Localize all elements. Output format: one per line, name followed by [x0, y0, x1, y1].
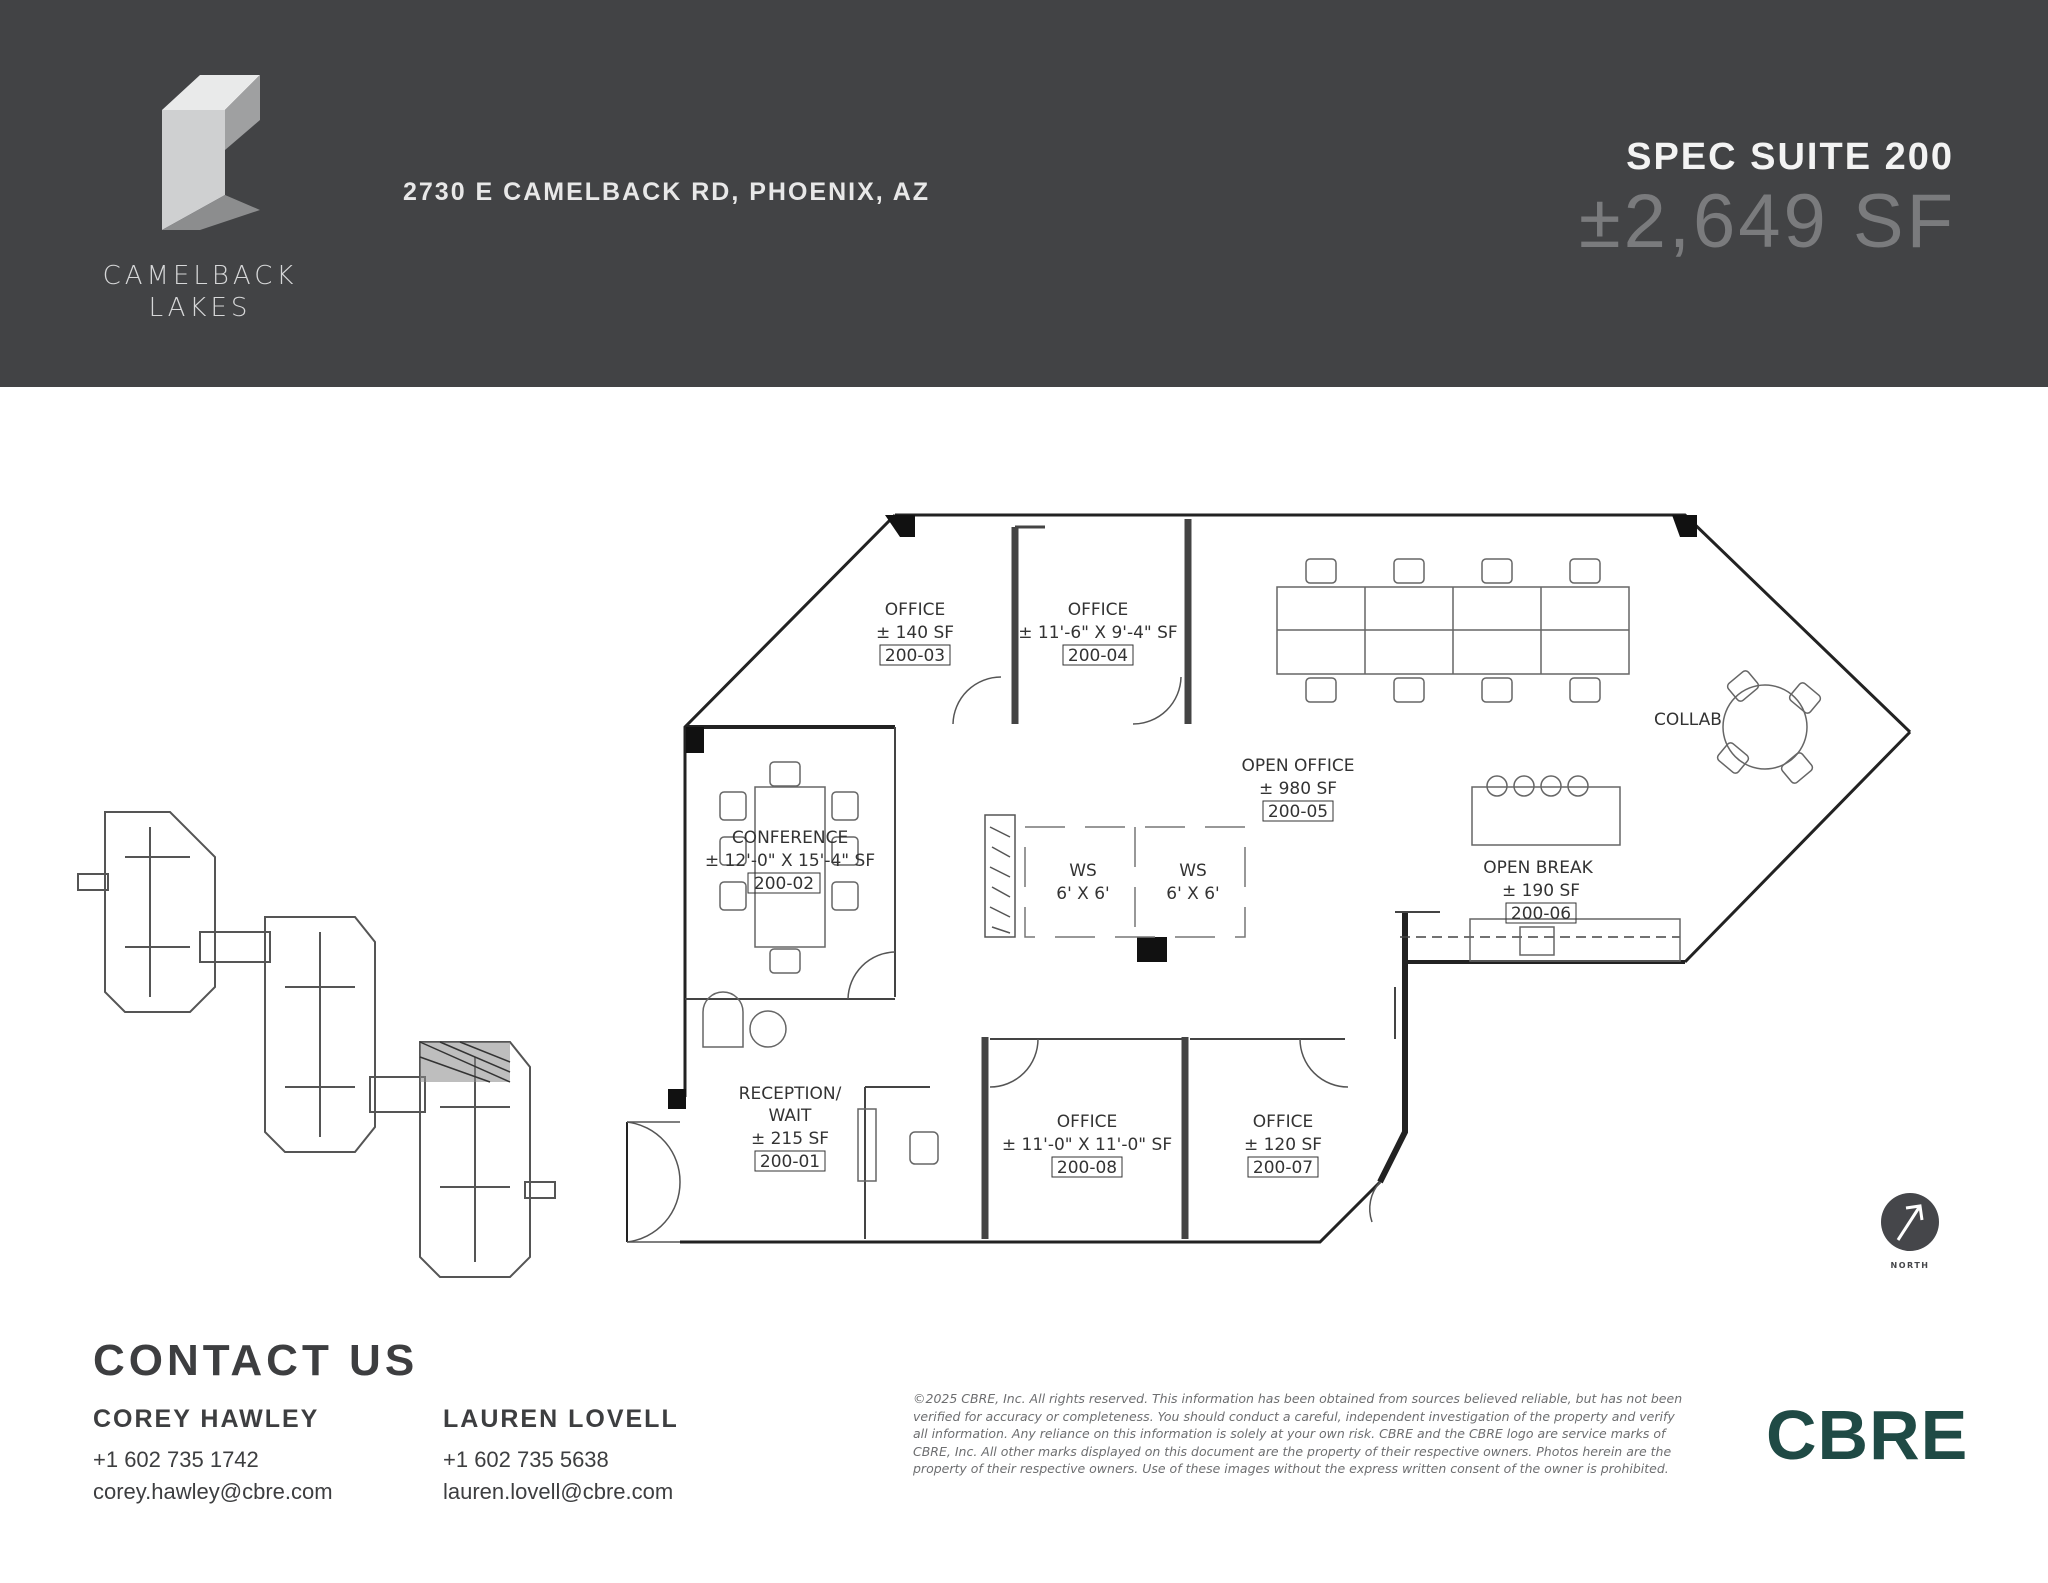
structural-columns: [668, 515, 1697, 1109]
camelback-logo-icon: [162, 75, 260, 230]
contact-title: CONTACT US: [93, 1336, 419, 1385]
north-arrow: NORTH: [1880, 1192, 1940, 1272]
property-address: 2730 E CAMELBACK RD, PHOENIX, AZ: [403, 178, 931, 206]
office-08-number: 200-08: [1057, 1158, 1117, 1178]
open-break-size: ± 190 SF: [1502, 881, 1580, 901]
contact-name: LAUREN LOVELL: [443, 1405, 679, 1433]
contact-phone[interactable]: +1 602 735 5638: [443, 1447, 609, 1472]
key-plan-suite-highlight: [419, 1041, 511, 1083]
office-04-number: 200-04: [1068, 646, 1128, 666]
collab-table: [1716, 670, 1822, 784]
ws-1-label: WS: [1069, 861, 1097, 881]
legal-disclaimer: ©2025 CBRE, Inc. All rights reserved. Th…: [913, 1391, 1683, 1476]
office-04-label: OFFICE: [1068, 600, 1129, 620]
page-header: CAMELBACK LAKES 2730 E CAMELBACK RD, PHO…: [0, 0, 2048, 387]
office-03-label: OFFICE: [885, 600, 946, 620]
office-07-number: 200-07: [1253, 1158, 1313, 1178]
contact-email[interactable]: corey.hawley@cbre.com: [93, 1479, 333, 1504]
office-03-size: ± 140 SF: [876, 623, 954, 643]
logo-line-1: CAMELBACK: [102, 261, 298, 291]
office-03-number: 200-03: [885, 646, 945, 666]
logo-line-2: LAKES: [148, 293, 252, 323]
open-office-label: OPEN OFFICE: [1241, 756, 1354, 776]
suite-size: ±2,649 SF: [1578, 179, 1956, 264]
office-07-label: OFFICE: [1253, 1112, 1314, 1132]
reception-size: ± 215 SF: [751, 1129, 829, 1149]
office-08-size: ± 11'-0" X 11'-0" SF: [1002, 1135, 1172, 1155]
planter: [984, 814, 1016, 938]
cbre-logo: CBRE: [1766, 1396, 1969, 1474]
contact-card-1: COREY HAWLEY +1 602 735 1742 corey.hawle…: [93, 1405, 333, 1508]
floor-plan: OFFICE ± 140 SF 200-03 OFFICE ± 11'-6" X…: [0, 387, 2048, 1287]
office-04-size: ± 11'-6" X 9'-4" SF: [1018, 623, 1177, 643]
north-label: NORTH: [1891, 1261, 1930, 1270]
interior-walls: [685, 519, 1680, 1239]
conference-table: [719, 761, 859, 974]
logo-wordmark: CAMELBACK LAKES: [70, 260, 330, 324]
reception-label-2: WAIT: [769, 1106, 813, 1126]
doors: [626, 676, 1381, 1243]
conference-label: CONFERENCE: [732, 828, 848, 848]
ws-2-size: 6' X 6': [1166, 884, 1219, 904]
office-07-size: ± 120 SF: [1244, 1135, 1322, 1155]
break-counter: [1469, 775, 1681, 962]
collab-label: COLLAB: [1654, 710, 1722, 730]
suite-title: SPEC SUITE 200: [1626, 136, 1954, 178]
open-break-number: 200-06: [1511, 904, 1571, 924]
north-arrow-icon: NORTH: [1881, 1193, 1939, 1270]
reception-label: RECEPTION/: [739, 1084, 842, 1104]
contact-name: COREY HAWLEY: [93, 1405, 320, 1433]
suite-outline: [626, 513, 1912, 1244]
ws-pods: [1024, 826, 1246, 938]
open-break-label: OPEN BREAK: [1483, 858, 1593, 878]
workstation-bench: [1276, 558, 1630, 703]
contact-email[interactable]: lauren.lovell@cbre.com: [443, 1479, 674, 1504]
conference-size: ± 12'-0" X 15'-4" SF: [705, 851, 875, 871]
reception-furniture: [702, 991, 939, 1182]
contact-card-2: LAUREN LOVELL +1 602 735 5638 lauren.lov…: [443, 1405, 679, 1508]
floor-plan-drawing: OFFICE ± 140 SF 200-03 OFFICE ± 11'-6" X…: [77, 513, 1912, 1278]
contact-phone[interactable]: +1 602 735 1742: [93, 1447, 259, 1472]
open-office-size: ± 980 SF: [1259, 779, 1337, 799]
ws-2-label: WS: [1179, 861, 1207, 881]
reception-number: 200-01: [760, 1152, 820, 1172]
open-office-number: 200-05: [1268, 802, 1328, 822]
key-plan: [77, 811, 556, 1278]
office-08-label: OFFICE: [1057, 1112, 1118, 1132]
conference-number: 200-02: [754, 874, 814, 894]
ws-1-size: 6' X 6': [1056, 884, 1109, 904]
